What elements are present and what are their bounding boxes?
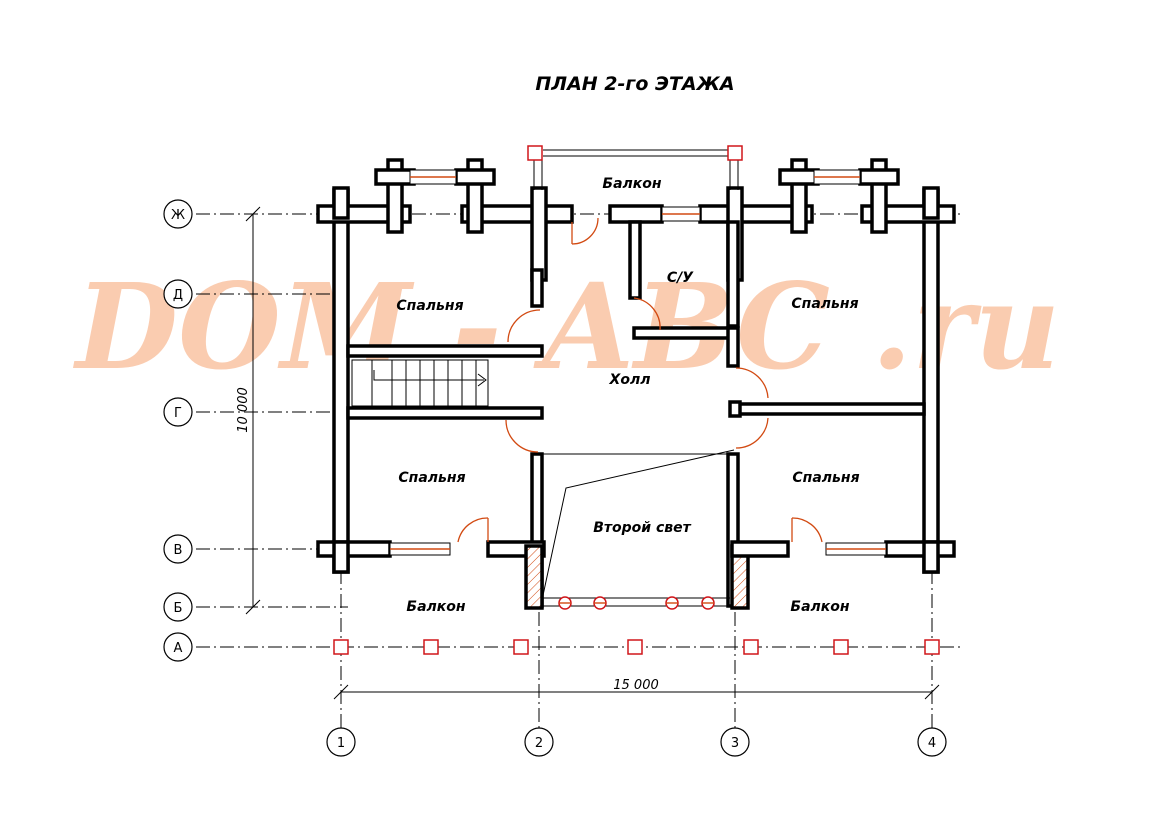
room-label-bedroom-bottom-right: Спальня <box>792 470 859 486</box>
column-axis-bubble <box>524 727 554 757</box>
dimension-width: 15 000 <box>613 678 659 693</box>
plan-title: ПЛАН 2-го ЭТАЖА <box>535 73 734 95</box>
room-label-balcony-bottom-right: Балкон <box>790 599 849 615</box>
doors <box>457 217 823 543</box>
walls <box>316 158 956 610</box>
dimension-depth: 10 000 <box>236 387 251 433</box>
row-axis-bubble <box>163 279 193 309</box>
column-axis-label: 2 <box>535 736 543 751</box>
column-axis-bubbles: 1 2 3 4 <box>326 727 947 757</box>
column-axis-label: 3 <box>731 736 739 751</box>
row-axis-label: Д <box>173 288 183 303</box>
row-axis-label: Б <box>174 601 183 616</box>
column-axis-bubble <box>720 727 750 757</box>
dimension-horizontal: 15 000 <box>333 678 940 700</box>
row-axis-bubbles: Ж Д Г В Б А <box>163 199 193 662</box>
row-axis-bubble <box>163 199 193 229</box>
row-axis-bubble <box>163 397 193 427</box>
staircase <box>351 359 489 407</box>
column-axis-label: 1 <box>337 736 345 751</box>
room-label-balcony-bottom-left: Балкон <box>406 599 465 615</box>
dimension-vertical: 10 000 <box>236 206 261 615</box>
row-axis-bubble <box>163 632 193 662</box>
balcony-top-rail <box>527 145 743 190</box>
void-lines <box>541 449 735 607</box>
row-axis-bubble <box>163 534 193 564</box>
balcony-posts <box>333 596 940 655</box>
room-label-bedroom-bottom-left: Спальня <box>398 470 465 486</box>
column-axis-bubble <box>917 727 947 757</box>
room-label-hall: Холл <box>609 372 651 388</box>
row-axis-label: Г <box>174 406 182 421</box>
row-axis-label: В <box>174 543 183 558</box>
watermark: DOM - ABC .ru <box>73 257 1060 396</box>
column-axis-label: 4 <box>928 736 936 751</box>
row-axis-label: А <box>174 641 183 656</box>
room-label-wc: С/У <box>667 270 694 286</box>
room-label-balcony-top: Балкон <box>602 176 661 192</box>
row-axis-bubble <box>163 592 193 622</box>
room-label-bedroom-top-right: Спальня <box>791 296 858 312</box>
row-axis-label: Ж <box>171 208 185 223</box>
column-axis-bubble <box>326 727 356 757</box>
room-label-second-light: Второй свет <box>593 520 691 536</box>
room-label-bedroom-top-left: Спальня <box>396 298 463 314</box>
